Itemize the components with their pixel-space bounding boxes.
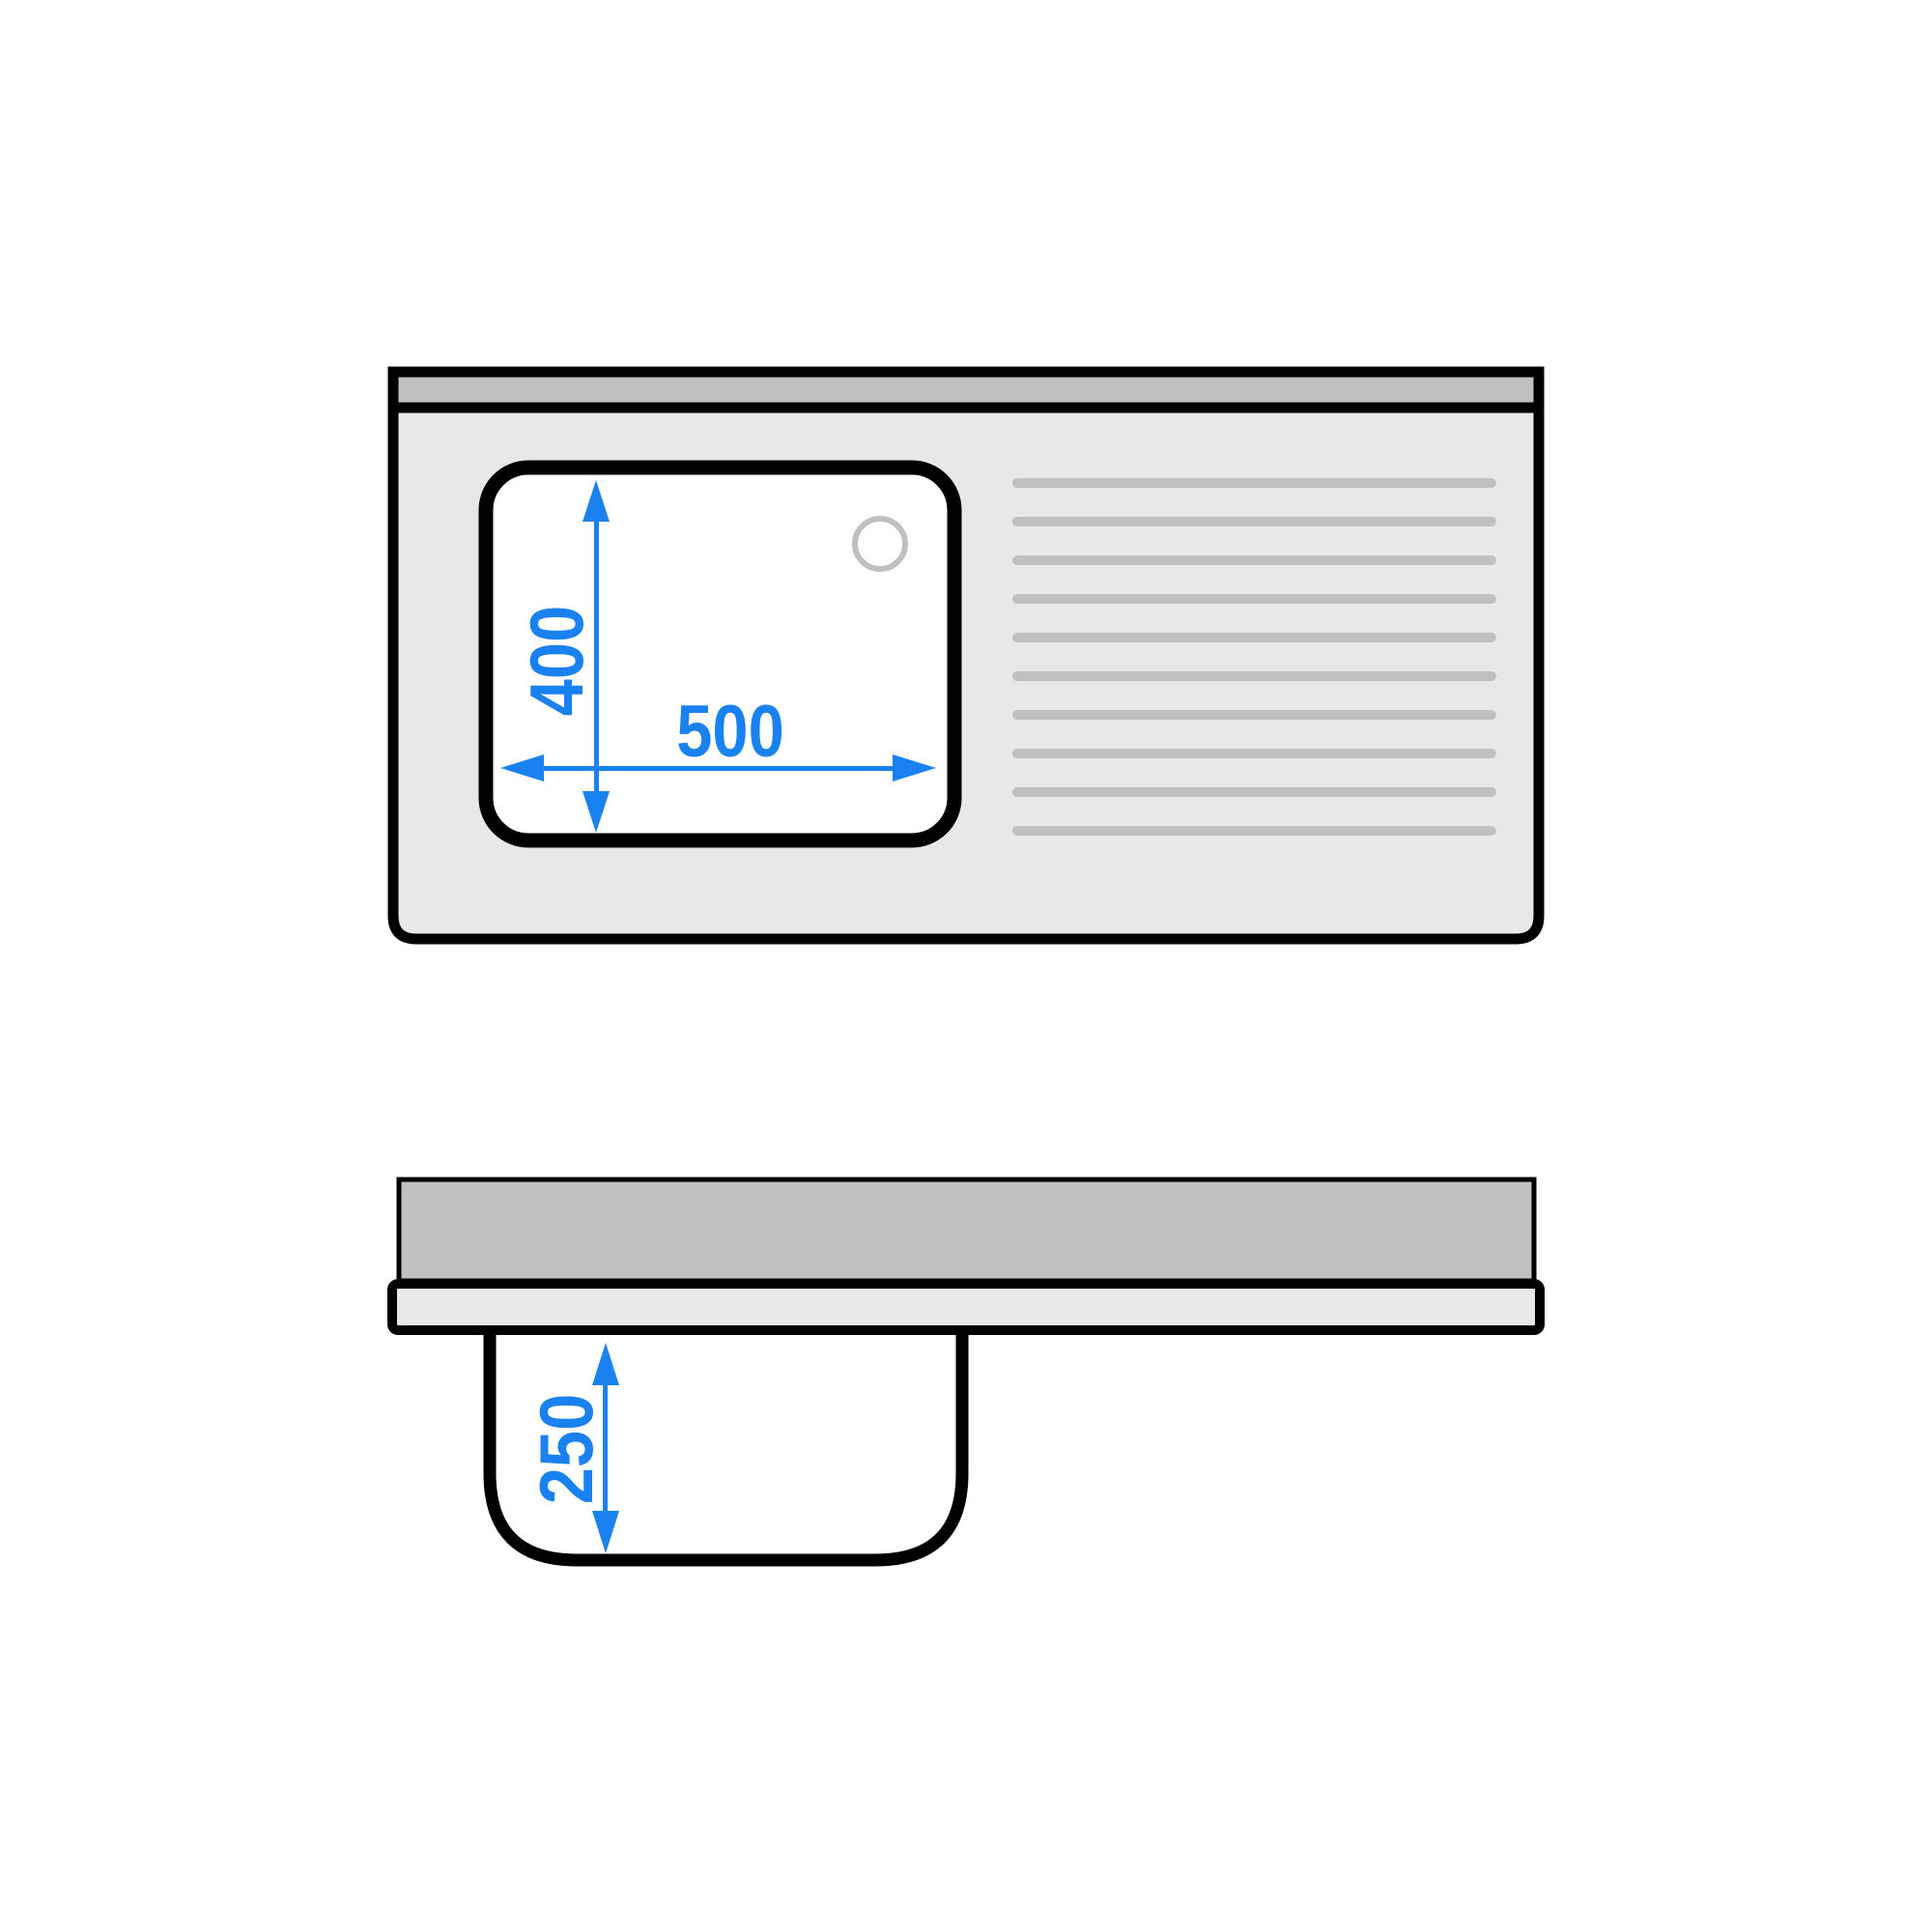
dimension-line bbox=[603, 1377, 608, 1521]
dimension-line bbox=[594, 517, 599, 797]
dimension-line bbox=[536, 766, 898, 771]
side-bowl bbox=[483, 1328, 969, 1567]
arrow-up-icon bbox=[592, 1343, 619, 1385]
drain-hole-icon bbox=[852, 516, 908, 572]
side-view: 250 bbox=[387, 1177, 1545, 1567]
top-view: 400 500 bbox=[387, 366, 1545, 945]
bowl-depth-dimension bbox=[582, 480, 610, 833]
bowl-height-dimension bbox=[592, 1343, 619, 1553]
bowl-width-dimension bbox=[500, 754, 936, 781]
side-upstand bbox=[396, 1177, 1537, 1284]
bowl-width-label: 500 bbox=[676, 691, 784, 773]
bowl-height-label: 250 bbox=[524, 1394, 609, 1505]
arrow-left-icon bbox=[500, 754, 544, 781]
arrow-down-icon bbox=[592, 1511, 619, 1553]
arrow-down-icon bbox=[582, 791, 610, 833]
bowl-depth-label: 400 bbox=[514, 606, 599, 717]
back-upstand bbox=[387, 366, 1545, 413]
arrow-right-icon bbox=[893, 754, 936, 781]
sink-bowl bbox=[478, 460, 962, 848]
arrow-up-icon bbox=[582, 480, 610, 522]
side-rim bbox=[387, 1279, 1545, 1335]
drainboard-grooves bbox=[1012, 478, 1496, 836]
